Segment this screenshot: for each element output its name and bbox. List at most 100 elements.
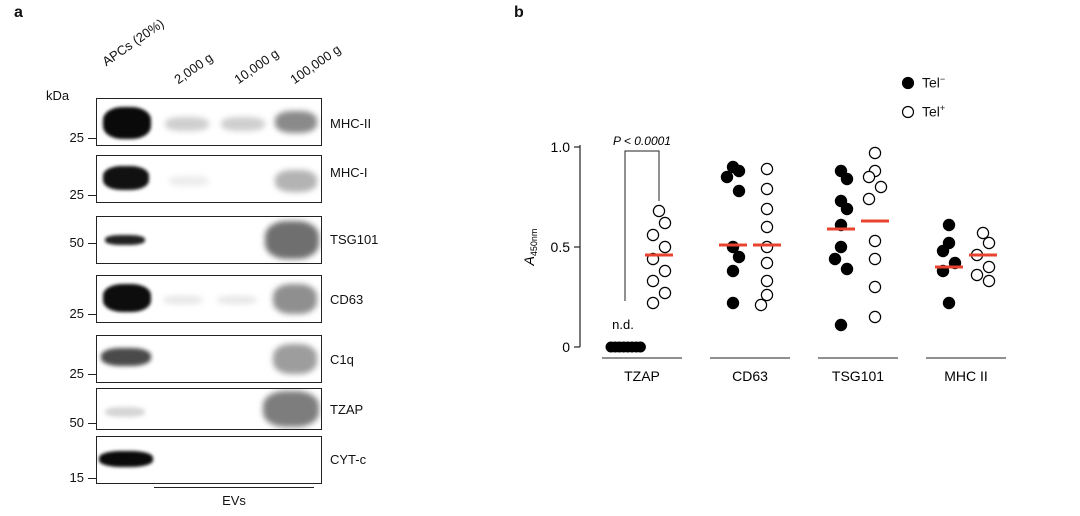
legend-sup: + — [939, 103, 946, 113]
legend-label: Tel+ — [922, 103, 945, 120]
kda-marker: 50 — [60, 415, 96, 430]
data-point — [754, 298, 768, 312]
blot-name: TSG101 — [330, 232, 379, 247]
data-point — [982, 260, 996, 274]
panel-a-letter: a — [14, 4, 23, 21]
data-point — [760, 256, 774, 270]
blot-name: MHC-I — [330, 165, 368, 180]
y-axis-label: A450nm — [521, 229, 539, 267]
blot-tsg101 — [96, 216, 322, 264]
y-label-sub: 450nm — [529, 229, 539, 257]
data-point — [658, 240, 672, 254]
y-ticks: 0 0.5 1.0 — [551, 139, 580, 355]
lane-label: APCs (20%) — [99, 15, 167, 69]
y-tick-label: 0.5 — [551, 239, 571, 255]
data-point — [658, 264, 672, 278]
data-point — [726, 296, 740, 310]
data-point — [840, 202, 854, 216]
data-point — [868, 252, 882, 266]
blot-c1q — [96, 335, 322, 383]
data-point — [720, 170, 734, 184]
data-point — [760, 274, 774, 288]
data-point — [732, 250, 746, 264]
data-point — [862, 170, 876, 184]
y-tick-label: 1.0 — [551, 139, 571, 155]
y-label-main: A — [521, 256, 537, 266]
category-groups: TZAP CD63 TSG101 MHC II — [602, 357, 1006, 384]
data-point — [834, 318, 848, 332]
blot-tzap — [96, 388, 322, 430]
panel-b-letter: b — [514, 4, 524, 21]
lane-label: 100,000 g — [287, 41, 344, 87]
kda-marker: 15 — [60, 470, 96, 485]
data-point — [726, 264, 740, 278]
data-point — [862, 192, 876, 206]
legend-marker-tel-minus — [901, 76, 915, 90]
data-point — [834, 240, 848, 254]
kda-marker: 25 — [60, 306, 96, 321]
blot-name: CYT-c — [330, 452, 367, 467]
data-point — [840, 262, 854, 276]
legend-text: Tel — [922, 103, 940, 120]
data-point — [760, 240, 774, 254]
data-point — [982, 274, 996, 288]
category-label: TZAP — [624, 368, 660, 384]
significance-bracket: P < 0.0001 — [613, 134, 671, 301]
data-point — [868, 234, 882, 248]
data-point — [760, 288, 774, 302]
data-point — [726, 240, 740, 254]
data-point — [760, 202, 774, 216]
data-point — [970, 268, 984, 282]
mean-lines — [645, 219, 997, 269]
legend-label: Tel− — [922, 74, 945, 91]
data-point — [760, 220, 774, 234]
lane-label: 2,000 g — [171, 49, 216, 87]
data-point — [646, 228, 660, 242]
kda-marker: 25 — [60, 130, 96, 145]
category-label: MHC II — [944, 368, 988, 384]
y-tick-label: 0 — [562, 339, 570, 355]
kda-marker: 50 — [60, 235, 96, 250]
data-point — [732, 164, 746, 178]
data-point — [760, 162, 774, 176]
blot-cd63 — [96, 275, 322, 323]
data-point — [828, 252, 842, 266]
data-point — [646, 296, 660, 310]
data-point — [658, 286, 672, 300]
nd-label: n.d. — [612, 317, 634, 332]
data-point — [942, 218, 956, 232]
significance-label: P < 0.0001 — [613, 134, 671, 148]
evs-bracket-line — [154, 487, 314, 488]
data-point — [868, 310, 882, 324]
data-point — [760, 182, 774, 196]
blot-name: TZAP — [330, 402, 364, 417]
blot-cyt-c — [96, 436, 322, 484]
lane-label: 10,000 g — [231, 45, 282, 87]
blot-mhc-i — [96, 155, 322, 203]
data-point — [874, 180, 888, 194]
data-point — [646, 274, 660, 288]
data-point — [982, 236, 996, 250]
blot-name: MHC-II — [330, 116, 372, 131]
category-label: CD63 — [732, 368, 768, 384]
data-point — [652, 204, 666, 218]
data-point — [732, 184, 746, 198]
legend-text: Tel — [922, 74, 940, 91]
kda-label: kDa — [46, 88, 70, 103]
blot-name: CD63 — [330, 292, 364, 307]
data-point — [634, 341, 646, 353]
category-label: TSG101 — [832, 368, 884, 384]
legend-sup: − — [939, 74, 946, 84]
data-point — [868, 280, 882, 294]
legend-marker-tel-plus — [901, 105, 915, 119]
data-point — [936, 244, 950, 258]
data-points — [605, 146, 996, 353]
data-point — [976, 226, 990, 240]
kda-marker: 25 — [60, 366, 96, 381]
kda-marker: 25 — [60, 187, 96, 202]
blot-mhc-ii — [96, 98, 322, 146]
data-point — [658, 216, 672, 230]
blot-name: C1q — [330, 352, 354, 367]
data-point — [840, 172, 854, 186]
